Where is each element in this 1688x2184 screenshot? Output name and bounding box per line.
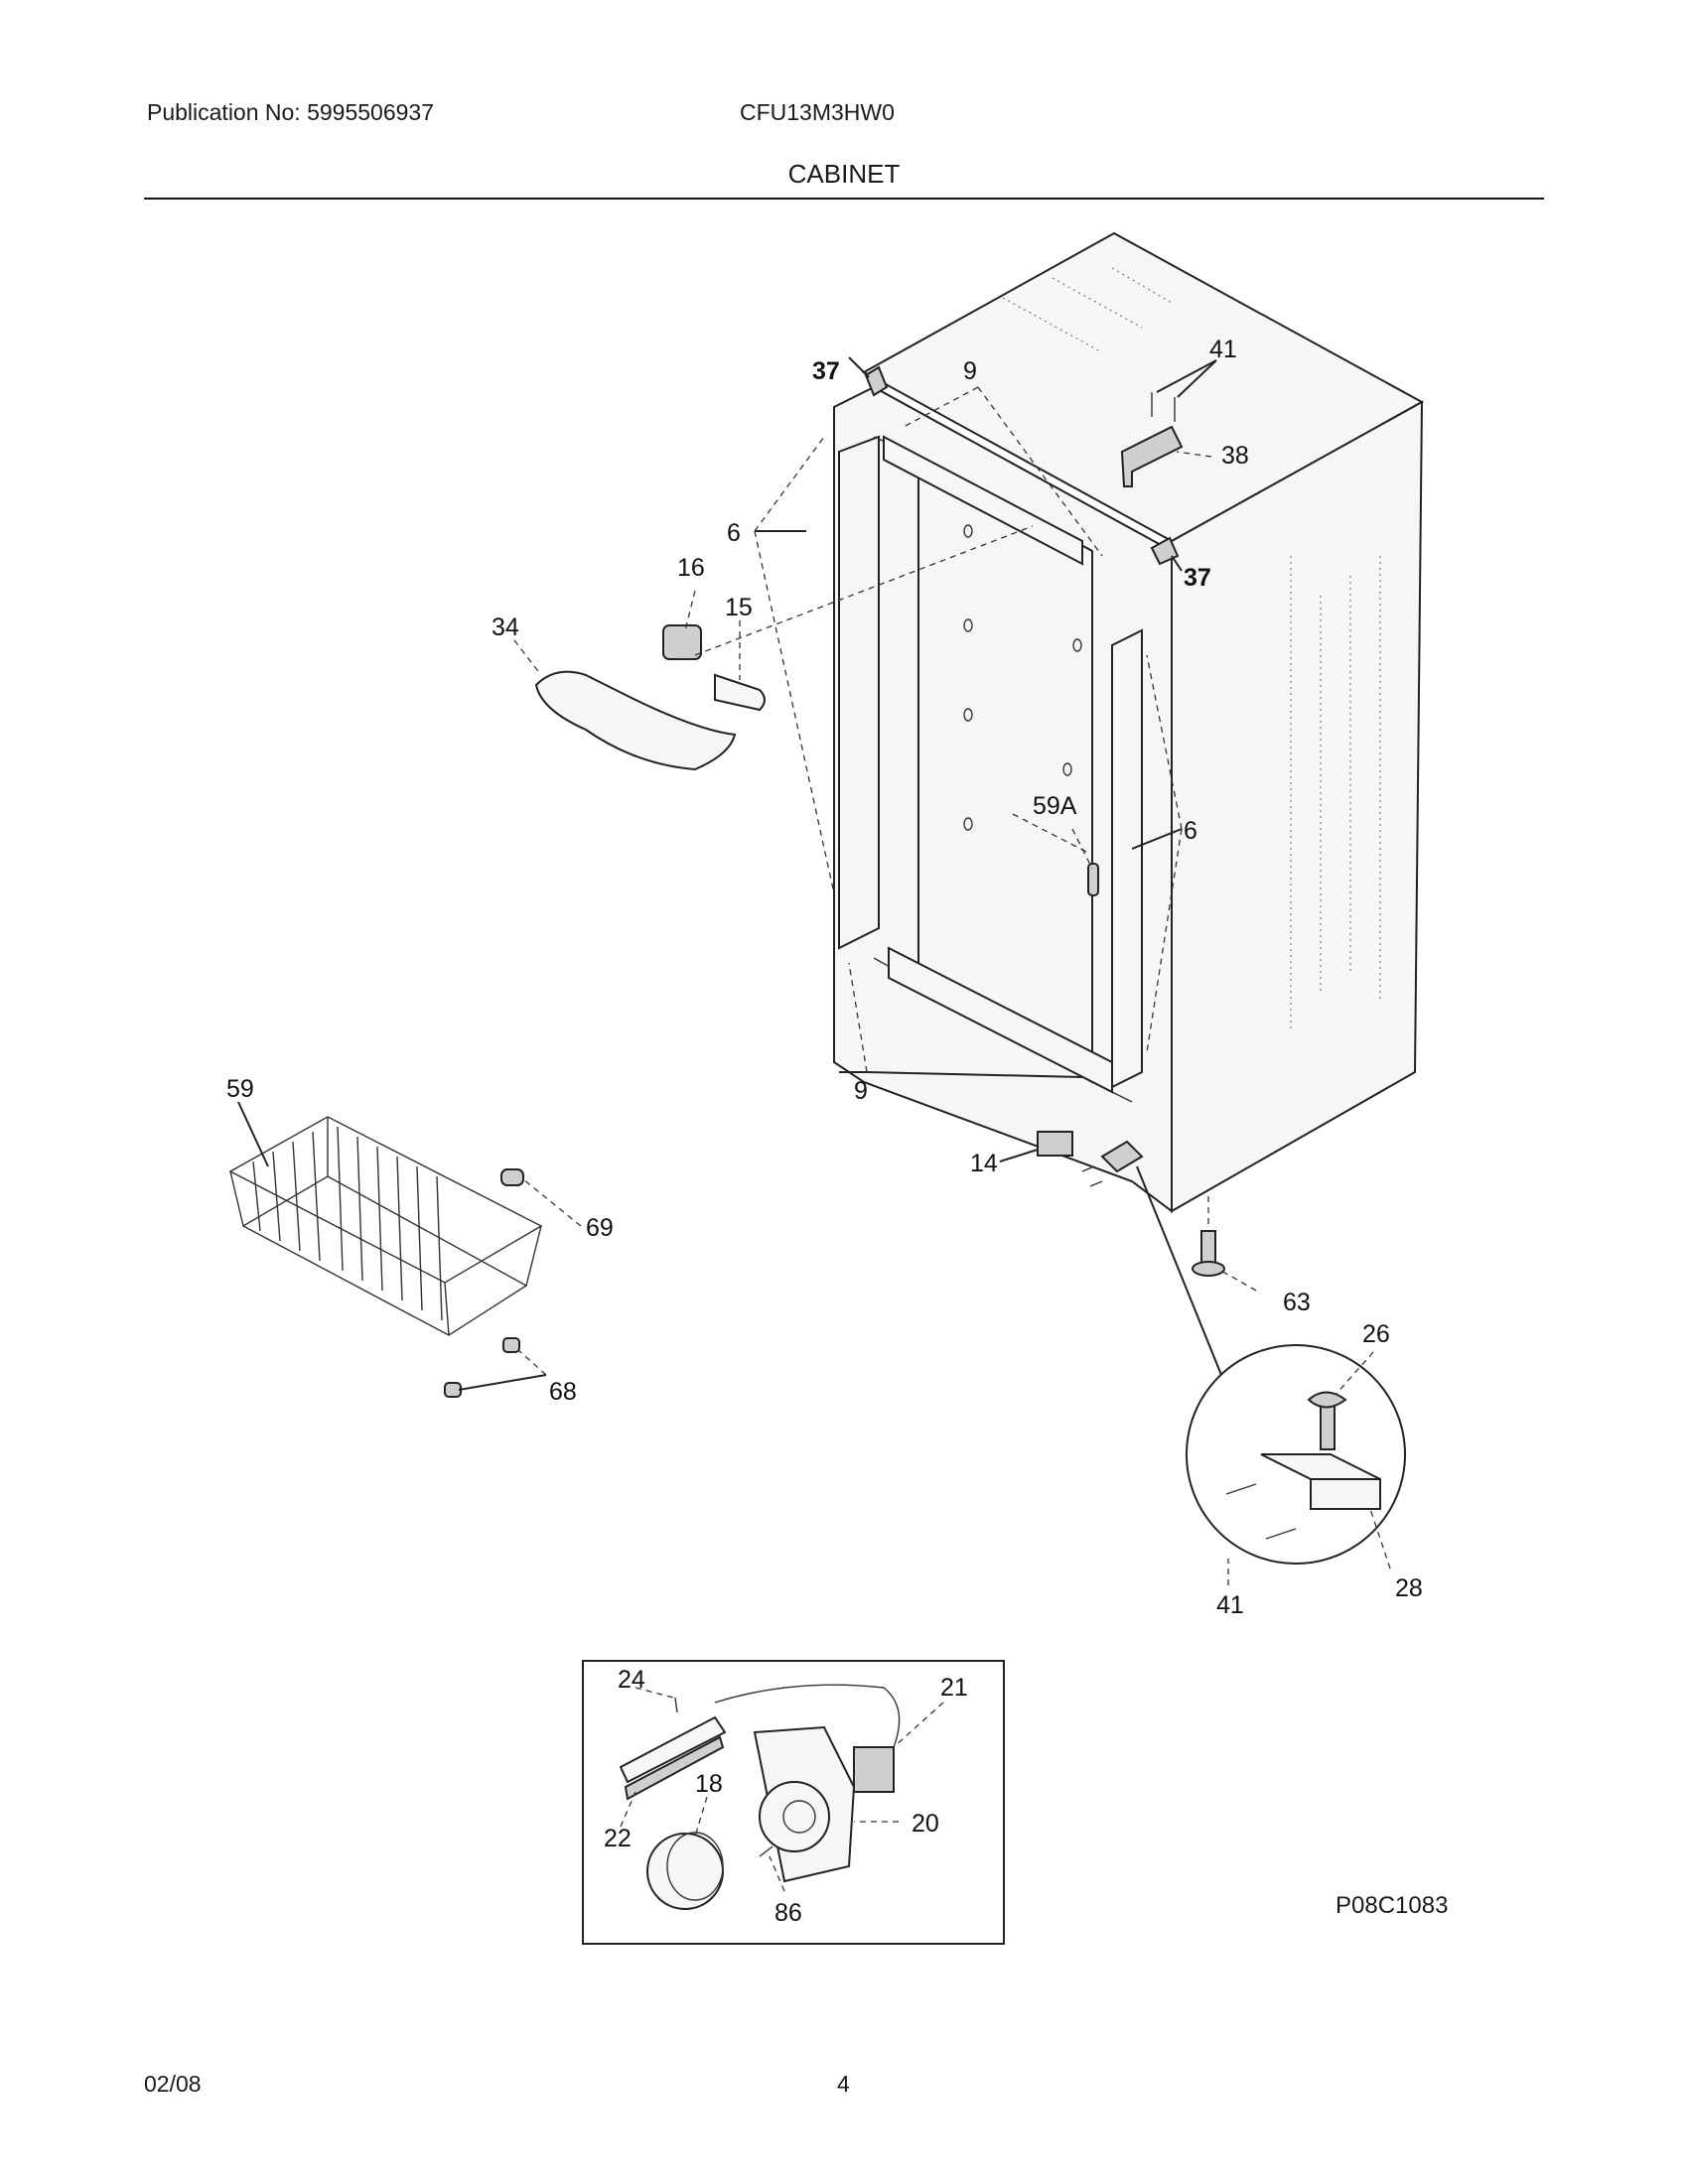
- callout-68: 68: [549, 1378, 577, 1406]
- wire-basket: [228, 1116, 543, 1336]
- wire-lead: [714, 1684, 901, 1748]
- liner-holes: [963, 524, 1082, 831]
- callout-24: 24: [618, 1666, 645, 1694]
- corner-cap-right: [1150, 536, 1180, 566]
- callout-69: 69: [586, 1214, 614, 1242]
- callout-22: 22: [604, 1825, 632, 1852]
- detail-screws: [1225, 1483, 1297, 1540]
- callout-18: 18: [695, 1770, 723, 1798]
- callout-labels: 37 9 41 38 6 37 16 15 34 59A 6 59 9 14 6…: [226, 336, 1423, 1927]
- callout-20: 20: [912, 1810, 939, 1838]
- leader-lines: [237, 356, 1391, 1892]
- footer-date: 02/08: [144, 2071, 202, 2097]
- lower-hinge-bracket: [1260, 1453, 1381, 1480]
- top-breaker-strip: [883, 435, 1083, 566]
- callout-6a: 6: [727, 519, 741, 547]
- leveling-leg: [1200, 1230, 1216, 1266]
- callout-86: 86: [774, 1899, 802, 1927]
- hinge-screws: [1151, 392, 1176, 422]
- callout-37b: 37: [1184, 564, 1211, 592]
- callout-21: 21: [940, 1674, 968, 1702]
- cabinet-body: [833, 231, 1425, 1277]
- hinge-bushing: [1307, 1391, 1347, 1409]
- callout-28: 28: [1395, 1574, 1423, 1602]
- inset-screws: [674, 1697, 774, 1857]
- section-title: CABINET: [787, 159, 901, 189]
- callout-59: 59: [226, 1075, 254, 1103]
- callout-16: 16: [677, 554, 705, 582]
- callout-41b: 41: [1216, 1591, 1244, 1619]
- side-detail-lines: [1290, 556, 1381, 1032]
- inset-box: [582, 1660, 1005, 1945]
- callout-26: 26: [1362, 1320, 1390, 1348]
- heater-strip: [619, 1715, 727, 1784]
- basket-clip-upper: [502, 1337, 520, 1353]
- bottom-breaker-strip: [888, 946, 1113, 1094]
- callout-38: 38: [1221, 442, 1249, 470]
- right-gasket-trim: [1111, 628, 1143, 1089]
- callout-34: 34: [492, 614, 519, 641]
- latch-part-59a: [1087, 863, 1099, 896]
- callout-63: 63: [1283, 1289, 1311, 1316]
- light-socket: [662, 624, 702, 660]
- callout-9b: 9: [854, 1077, 868, 1105]
- callout-9a: 9: [963, 357, 977, 385]
- top-hinge: [1120, 425, 1184, 487]
- control-component: [853, 1746, 895, 1793]
- publication-number: Publication No: 5995506937: [147, 99, 435, 125]
- cabinet-side: [1171, 400, 1424, 1213]
- top-detail-lines: [1002, 267, 1173, 353]
- callout-37a: 37: [812, 357, 840, 385]
- callout-6b: 6: [1184, 817, 1197, 845]
- basket-clip-lower: [444, 1382, 462, 1398]
- hinge-detail-circle: [1186, 1344, 1406, 1565]
- switch-part-14: [1037, 1131, 1073, 1157]
- basket-bumper-69: [500, 1168, 524, 1186]
- callout-14: 14: [970, 1150, 998, 1177]
- light-bulb: [714, 673, 766, 712]
- corner-cap-top-left: [864, 365, 889, 397]
- detail-leader: [1136, 1165, 1222, 1376]
- door-handle: [534, 670, 737, 771]
- callout-41a: 41: [1209, 336, 1237, 363]
- header-rule: [144, 198, 1544, 200]
- left-gasket-trim: [838, 435, 880, 950]
- model-number: CFU13M3HW0: [740, 99, 895, 125]
- bottom-hinge-small: [1100, 1140, 1144, 1173]
- bottom-screws: [1081, 1165, 1103, 1187]
- inset-parts: [619, 1684, 901, 1910]
- callout-59a: 59A: [1033, 792, 1077, 820]
- page-number: 4: [837, 2071, 850, 2097]
- drawing-code: P08C1083: [1336, 1892, 1449, 1919]
- callout-15: 15: [725, 594, 753, 621]
